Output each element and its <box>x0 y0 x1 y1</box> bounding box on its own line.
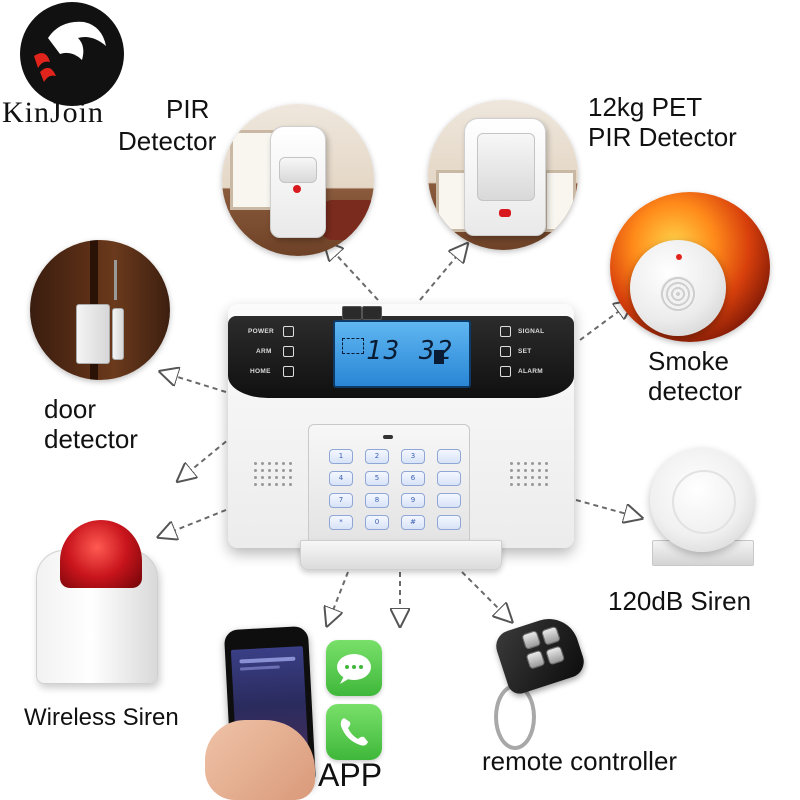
arrow-pir <box>330 248 379 301</box>
home-icon <box>283 366 294 377</box>
smoke-sensor <box>630 240 726 336</box>
caption-pet-pir-line1: 12kg PET <box>588 92 703 122</box>
lcd-lock-icon <box>434 350 444 364</box>
keyring <box>494 684 536 750</box>
key-1[interactable]: 1 <box>329 449 353 464</box>
pet-pir-sensor <box>464 118 546 236</box>
remote-button-1 <box>521 629 542 651</box>
caption-pir-line2: Detector <box>118 126 217 156</box>
phone-icon <box>342 306 362 320</box>
key-star[interactable]: * <box>329 515 353 530</box>
speaker-grille-left <box>252 460 292 490</box>
key-9[interactable]: 9 <box>401 493 425 508</box>
key-arm[interactable] <box>437 449 461 464</box>
mail-icon <box>362 306 382 320</box>
key-4[interactable]: 4 <box>329 471 353 486</box>
label-home: HOME <box>250 368 271 375</box>
remote-button-3 <box>525 649 546 670</box>
caption-app: APP <box>318 757 383 793</box>
remote-button-2 <box>540 625 561 646</box>
brand-logo <box>20 2 124 106</box>
label-signal: SIGNAL <box>518 328 545 335</box>
key-6[interactable]: 6 <box>401 471 425 486</box>
status-led <box>383 435 393 439</box>
caption-pet-pir-line2: PIR Detector <box>588 122 737 152</box>
keypad-cover-flap <box>300 540 502 570</box>
arrow-door <box>168 374 227 393</box>
pir-sensor <box>270 126 326 238</box>
arrow-phone <box>330 571 349 618</box>
key-3[interactable]: 3 <box>401 449 425 464</box>
label-set: SET <box>518 348 532 355</box>
speaker-grille-right <box>508 460 548 490</box>
power-icon <box>283 326 294 337</box>
caption-smoke-line1: Smoke <box>648 346 729 376</box>
key-disarm[interactable] <box>437 515 461 530</box>
lcd-screen <box>333 320 471 388</box>
pir-detector-photo <box>222 104 374 256</box>
label-arm: ARM <box>256 348 272 355</box>
pet-pir-detector-photo <box>428 100 578 250</box>
caption-pir-line1: PIR <box>166 94 210 124</box>
arrow-remote <box>461 571 506 616</box>
smoke-detector-photo <box>610 192 770 342</box>
key-sos[interactable] <box>437 493 461 508</box>
phone-app-icon <box>326 704 382 760</box>
key-7[interactable]: 7 <box>329 493 353 508</box>
caption-siren-120db: 120dB Siren <box>608 586 752 616</box>
label-alarm: ALARM <box>518 368 543 375</box>
arrow-siren <box>575 499 634 516</box>
remote-button-4 <box>545 645 566 666</box>
key-hash[interactable]: # <box>401 515 425 530</box>
caption-door-line2: detector <box>44 424 138 454</box>
wireless-siren-lens <box>60 520 142 588</box>
caption-remote-controller: remote controller <box>482 746 678 776</box>
lcd-battery-icon <box>342 338 364 354</box>
caption-smoke-line2: detector <box>648 376 742 406</box>
key-0[interactable]: 0 <box>365 515 389 530</box>
arrow-wsiren <box>166 509 227 534</box>
alarm-icon <box>500 366 511 377</box>
key-home[interactable] <box>437 471 461 486</box>
hand <box>205 720 315 800</box>
siren-120db <box>650 448 754 552</box>
caption-wireless-siren: Wireless Siren <box>24 704 179 731</box>
arm-icon <box>283 346 294 357</box>
caption-door-line1: door <box>44 394 97 424</box>
set-icon <box>500 346 511 357</box>
keypad: 1 2 3 4 5 6 7 8 9 * 0 # <box>308 424 470 546</box>
siren-bracket <box>652 540 754 566</box>
eagle-icon <box>34 21 106 82</box>
arrow-smoke <box>579 306 626 341</box>
key-2[interactable]: 2 <box>365 449 389 464</box>
key-8[interactable]: 8 <box>365 493 389 508</box>
label-power: POWER <box>248 328 275 335</box>
door-detector-photo <box>30 240 170 380</box>
arrow-pet-pir <box>419 250 462 301</box>
messages-app-icon <box>326 640 382 696</box>
signal-icon <box>500 326 511 337</box>
key-5[interactable]: 5 <box>365 471 389 486</box>
door-sensor <box>76 304 110 364</box>
brand-name: KinJoin <box>2 96 105 129</box>
